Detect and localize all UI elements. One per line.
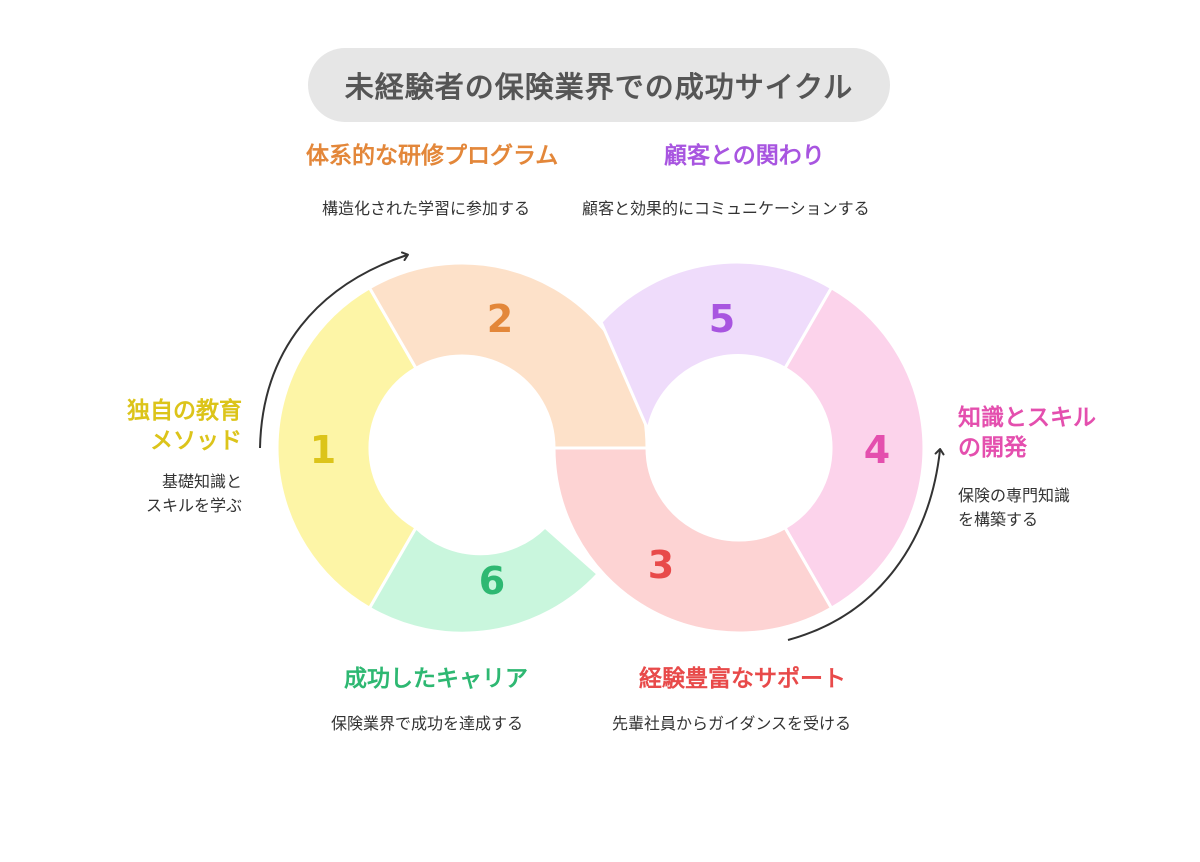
step-4-title: 知識とスキル の開発 [958,403,1096,463]
diagram-title: 未経験者の保険業界での成功サイクル [344,70,854,104]
step-4-desc-line1: 保険の専門知識 [958,486,1071,505]
step-4-desc: 保険の専門知識 を構築する [958,484,1070,532]
segment-4-number: 4 [864,428,890,472]
step-5-desc: 顧客と効果的にコミュニケーションする [582,199,870,218]
segment-3-number: 3 [648,543,674,587]
step-1-desc: 基礎知識と スキルを学ぶ [60,470,242,518]
step-1-title: 独自の教育 メソッド [60,396,242,456]
step-6-desc: 保険業界で成功を達成する [331,714,524,733]
step-4-desc-line2: を構築する [958,510,1039,529]
segment-4 [782,285,926,611]
step-1-title-line2: メソッド [150,428,242,454]
segment-3 [552,446,834,635]
segment-6 [367,524,601,635]
step-1-desc-line1: 基礎知識と [161,472,242,491]
segment-5-number: 5 [709,297,735,341]
right-flow-arrow [787,448,945,641]
step-3-desc: 先輩社員からガイダンスを受ける [612,714,852,733]
segment-6-number: 6 [479,559,505,603]
segment-1-number: 1 [310,428,336,472]
step-2-desc: 構造化された学習に参加する [322,199,531,218]
step-1-desc-line2: スキルを学ぶ [145,496,242,515]
step-5-title: 顧客との関わり [664,143,825,169]
step-1-title-line1: 独自の教育 [127,398,242,424]
step-4-title-line2: の開発 [958,435,1027,461]
step-3-title: 経験豊富なサポート [639,666,846,692]
step-6-title: 成功したキャリア [344,666,528,692]
step-2-title: 体系的な研修プログラム [306,143,559,169]
segment-2-number: 2 [487,297,513,341]
title-banner: 未経験者の保険業界での成功サイクル [308,48,890,122]
segment-1 [275,285,419,611]
left-ring-hole [370,356,554,540]
step-4-title-line1: 知識とスキル [958,405,1096,431]
right-ring-hole [647,356,831,540]
left-flow-arrow [259,251,409,449]
